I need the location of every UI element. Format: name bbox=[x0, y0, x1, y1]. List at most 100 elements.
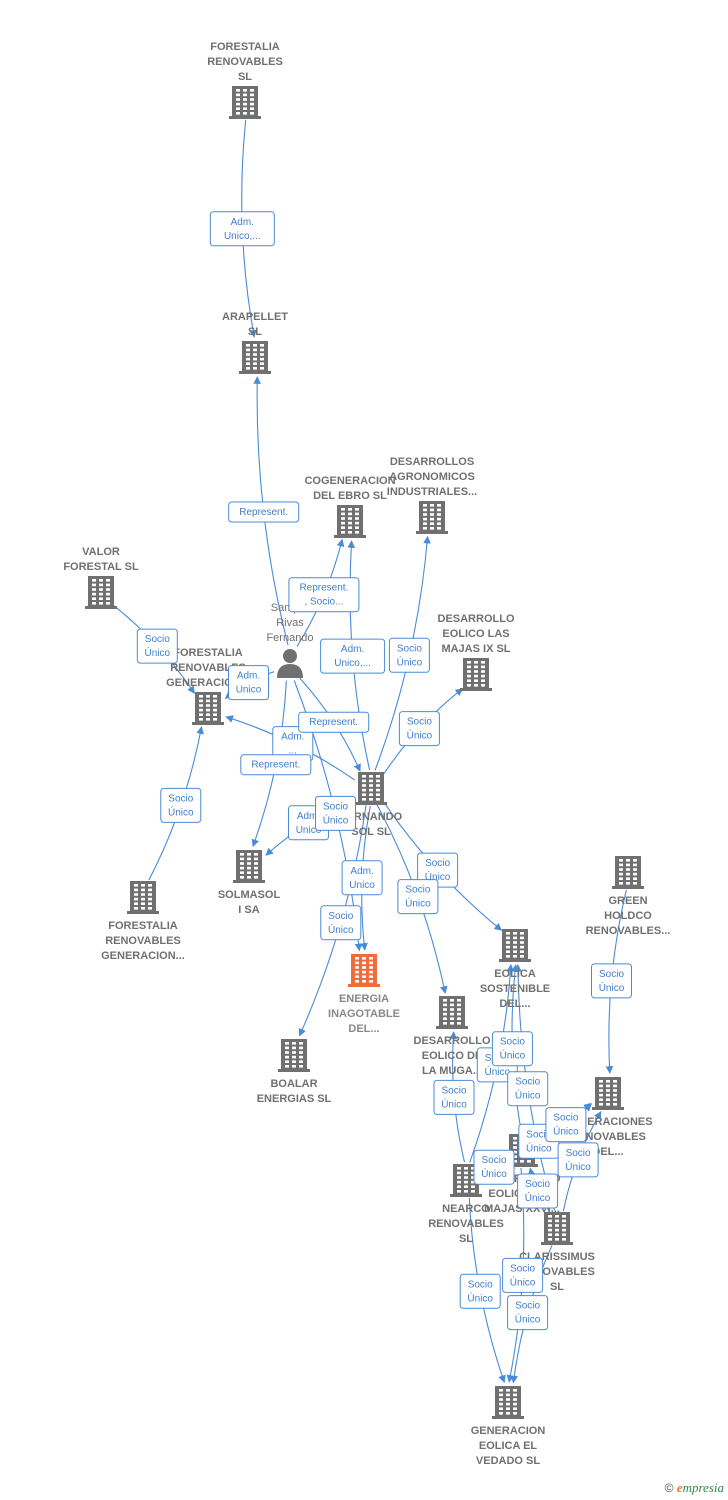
node-green_holdco[interactable]: GREENHOLDCORENOVABLES... bbox=[586, 856, 671, 937]
building-icon bbox=[239, 341, 271, 374]
node-label-nearco_renovables: SL bbox=[459, 1233, 473, 1245]
building-icon bbox=[85, 576, 117, 609]
node-label-forestalia_generacion_1: FORESTALIA bbox=[173, 647, 243, 659]
edge-label-text: Socio bbox=[441, 1085, 466, 1096]
edge-label-text: Unico bbox=[236, 685, 262, 696]
node-label-valor_forestal: VALOR bbox=[82, 546, 120, 558]
node-desarrollos_agronomicos[interactable]: DESARROLLOSAGRONOMICOSINDUSTRIALES... bbox=[387, 456, 477, 534]
node-energia_inagotable[interactable]: ENERGIAINAGOTABLEDEL... bbox=[328, 954, 400, 1035]
edge-label-text: Adm. bbox=[350, 866, 373, 877]
person-icon bbox=[277, 649, 303, 678]
edge-label-0[interactable]: Adm.Unico,... bbox=[209, 211, 275, 247]
edge-label-box bbox=[459, 1273, 501, 1309]
node-label-forestalia_renovables_sl: FORESTALIA bbox=[210, 41, 280, 53]
node-generaciones_renovables[interactable]: GENERACIONESRENOVABLESDEL... bbox=[563, 1077, 653, 1158]
edge-label-text: Socio bbox=[323, 801, 348, 812]
building-icon bbox=[460, 658, 492, 691]
edge-label-11[interactable]: Represent. bbox=[240, 754, 312, 776]
edge-label-6[interactable]: Adm.Unico bbox=[228, 665, 269, 701]
edge-label-box bbox=[315, 795, 356, 831]
node-label-eolica_sostenible: SOSTENIBLE bbox=[480, 983, 550, 995]
node-label-desarrollo_majas_ix: EOLICO LAS bbox=[442, 628, 509, 640]
node-label-forestalia_renovables_sl: SL bbox=[238, 71, 252, 83]
node-label-forestalia_generacion_1: RENOVABLES bbox=[170, 662, 246, 674]
node-label-desarrollo_majas_ix: MAJAS IX SL bbox=[441, 643, 510, 655]
edge-label-box bbox=[433, 1079, 475, 1115]
building-icon bbox=[233, 850, 265, 883]
node-label-desarrollo_muga: EOLICO DE bbox=[422, 1050, 483, 1062]
edge-label-14[interactable]: Adm.Unico bbox=[341, 860, 383, 896]
node-label-arapellet_sl: ARAPELLET bbox=[222, 311, 288, 323]
edge-label-box bbox=[160, 787, 202, 823]
edge-label-box bbox=[545, 1107, 587, 1143]
edge-label-box bbox=[507, 1071, 549, 1107]
node-valor_forestal[interactable]: VALOR FORESTAL SL bbox=[63, 546, 139, 609]
edge-label-text: Socio bbox=[328, 911, 353, 922]
node-label-cogeneracion_ebro: DEL EBRO SL bbox=[313, 490, 387, 502]
edge-label-text: Socio bbox=[526, 1129, 551, 1140]
node-arapellet_sl[interactable]: ARAPELLET SL bbox=[222, 311, 288, 374]
edge-label-3[interactable]: Adm. Unico,... bbox=[320, 638, 386, 674]
edge-label-text: Adm. bbox=[341, 644, 364, 655]
edge-label-text: Único bbox=[565, 1160, 591, 1173]
node-label-forestalia_generacion_2: GENERACION... bbox=[101, 950, 185, 962]
node-label-samper_rivas: Fernando bbox=[266, 632, 313, 644]
building-icon bbox=[416, 501, 448, 534]
node-label-desarrollo_majas_ix: DESARROLLO bbox=[438, 613, 515, 625]
edge-label-2[interactable]: Represent., Socio... bbox=[288, 577, 360, 613]
edge-label-text: Socio bbox=[500, 1037, 525, 1048]
node-label-clarissimus: SL bbox=[550, 1281, 564, 1293]
edge-label-text: Socio bbox=[481, 1155, 506, 1166]
edge-label-1[interactable]: Represent. bbox=[228, 501, 300, 523]
footer-brand[interactable]: © empresia bbox=[665, 1480, 724, 1496]
node-label-valor_forestal: FORESTAL SL bbox=[63, 561, 139, 573]
node-label-eolica_sostenible: DEL... bbox=[499, 998, 530, 1010]
node-eolica_sostenible[interactable]: EOLICASOSTENIBLEDEL... bbox=[480, 929, 550, 1010]
edge-label-text: Único bbox=[553, 1125, 579, 1138]
node-label-desarrollo_muga: LA MUGA... bbox=[422, 1065, 482, 1077]
edge-label-text: Unico,... bbox=[334, 658, 371, 669]
edge-label-box bbox=[557, 1142, 599, 1178]
edge-label-text: Socio bbox=[405, 885, 430, 896]
node-desarrollo_majas_ix[interactable]: DESARROLLO EOLICO LAS MAJAS IX SL bbox=[438, 613, 515, 691]
edge-label-text: ... bbox=[289, 746, 297, 757]
edge-label-text: Socio bbox=[168, 793, 193, 804]
edge-label-9[interactable]: Represent. bbox=[298, 711, 370, 733]
edge-label-box bbox=[517, 1173, 559, 1209]
building-icon bbox=[499, 929, 531, 962]
edge-label-text: Único bbox=[481, 1167, 507, 1180]
node-label-arapellet_sl: SL bbox=[248, 326, 262, 338]
edge-label-text: Represent. bbox=[299, 583, 348, 594]
edge-label-text: Unico bbox=[296, 825, 322, 836]
nodes-layer: FORESTALIARENOVABLESSLARAPELLETSLCOGENER… bbox=[63, 41, 670, 1467]
node-samper_rivas[interactable]: SamperRivasFernando bbox=[266, 602, 314, 678]
node-forestalia_generacion_2[interactable]: FORESTALIARENOVABLESGENERACION... bbox=[101, 881, 185, 962]
edge-label-box bbox=[502, 1257, 544, 1293]
